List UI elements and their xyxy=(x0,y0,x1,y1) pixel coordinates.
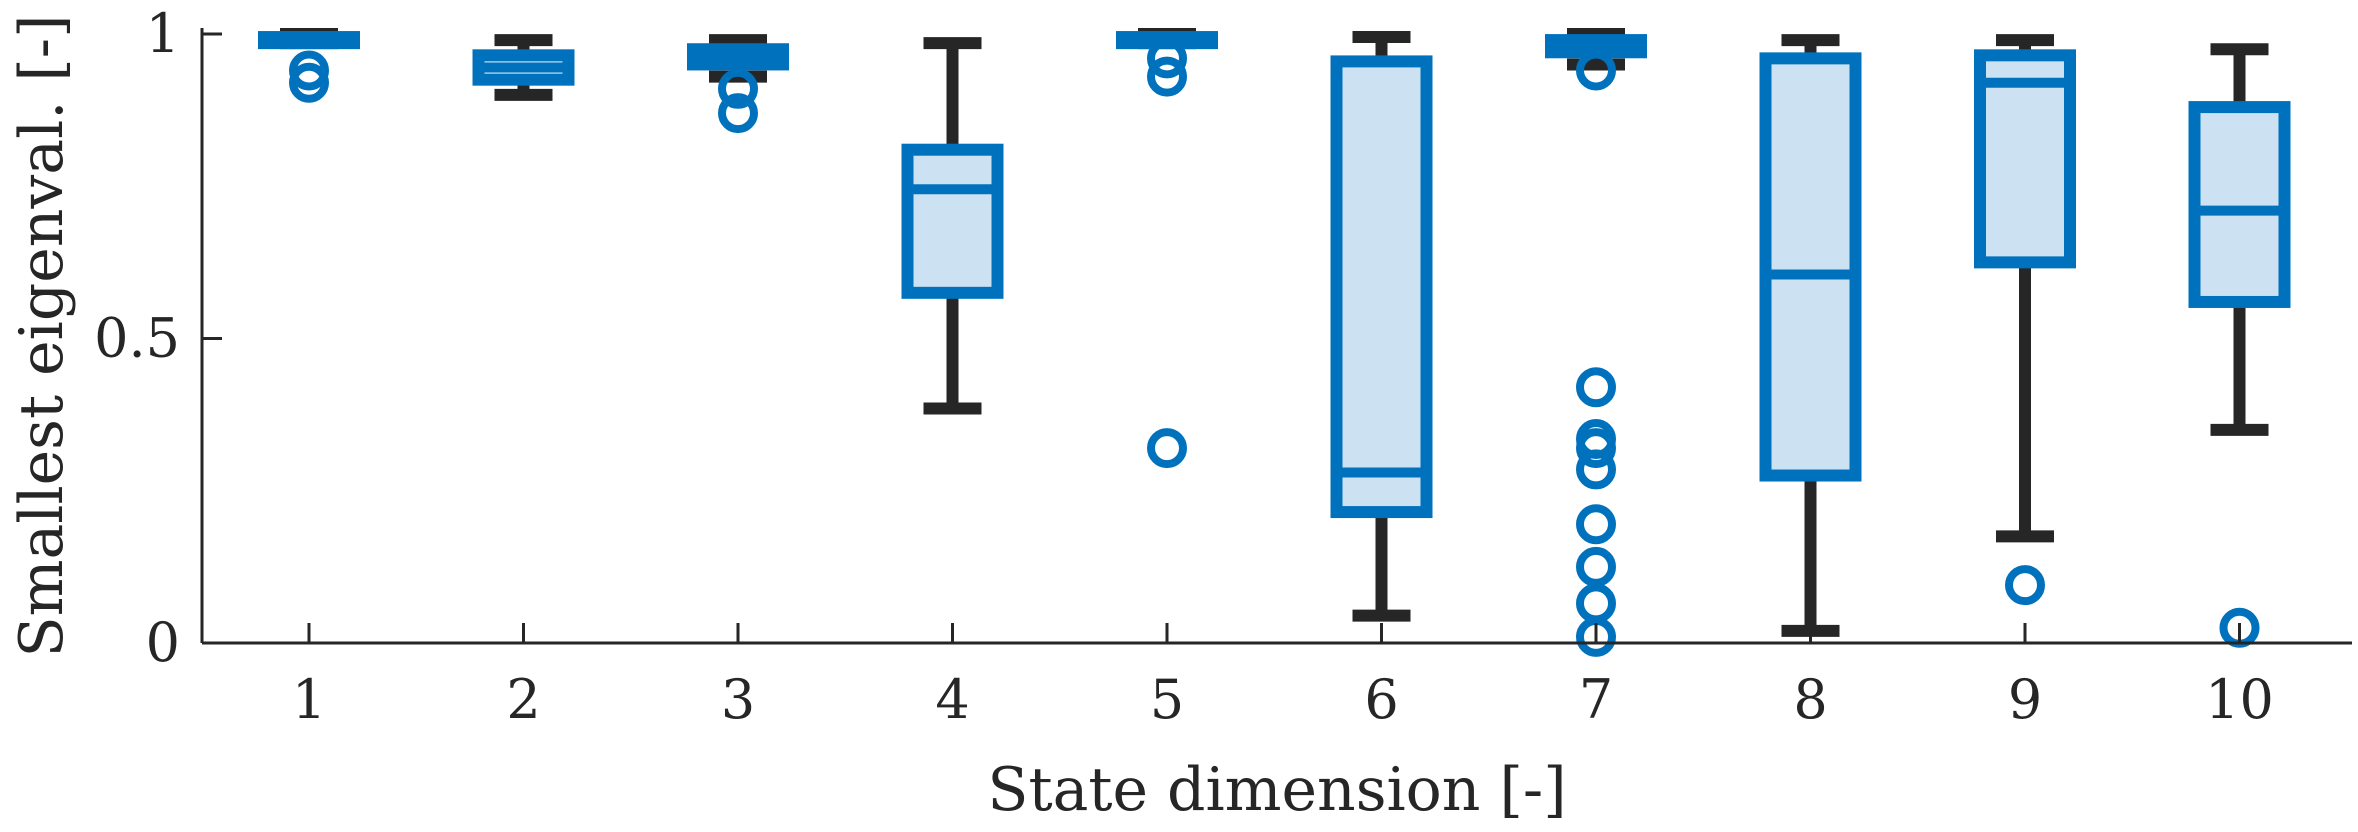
y-tick-label: 0.5 xyxy=(94,307,180,370)
x-tick-label: 10 xyxy=(2205,668,2274,731)
outlier-point xyxy=(2005,565,2045,606)
outlier-point xyxy=(1576,428,1616,469)
box xyxy=(2188,101,2291,308)
x-tick-label: 7 xyxy=(1579,668,1613,731)
y-axis-title: Smallest eigenval. [-] xyxy=(7,15,77,658)
axes xyxy=(200,28,2352,645)
box-group-2 xyxy=(472,34,575,101)
outlier-point xyxy=(1576,546,1616,587)
outlier-point xyxy=(1576,583,1616,624)
outlier-point xyxy=(1576,449,1616,490)
x-tick-label: 4 xyxy=(935,668,969,731)
y-tick-label: 1 xyxy=(146,2,180,65)
x-tick-label: 6 xyxy=(1364,668,1398,731)
box xyxy=(1759,52,1862,482)
box-group-5 xyxy=(1116,28,1218,469)
outlier-point xyxy=(1576,504,1616,545)
outlier-point xyxy=(289,50,329,91)
tick-labels: 1 2 3 4 5 6 7 8 9 10 0 0.5 1 xyxy=(94,2,2274,731)
box-group-6 xyxy=(1330,31,1433,622)
outlier-point xyxy=(1576,50,1616,91)
x-axis-title: State dimension [-] xyxy=(987,755,1566,825)
box xyxy=(1330,55,1433,519)
outlier-point xyxy=(1576,367,1616,408)
box-group-4 xyxy=(901,37,1004,415)
x-tick-label: 3 xyxy=(721,668,755,731)
y-tick-label: 0 xyxy=(146,611,180,674)
outlier-point xyxy=(718,93,758,134)
x-tick-label: 8 xyxy=(1793,668,1827,731)
plot-area xyxy=(258,28,2291,657)
x-tick-label: 9 xyxy=(2008,668,2042,731)
outlier-point xyxy=(718,68,758,109)
x-tick-label: 2 xyxy=(506,668,540,731)
box xyxy=(901,143,1004,299)
box-group-10 xyxy=(2188,43,2291,648)
box-group-8 xyxy=(1759,34,1862,637)
box-group-9 xyxy=(1974,34,2076,606)
outlier-point xyxy=(1147,38,1187,79)
outlier-point xyxy=(289,62,329,103)
x-tick-label: 1 xyxy=(292,668,326,731)
box-group-1 xyxy=(258,28,360,103)
box xyxy=(1974,49,2076,269)
outlier-point xyxy=(1147,428,1187,469)
x-tick-label: 5 xyxy=(1150,668,1184,731)
box-group-3 xyxy=(687,34,789,134)
box-group-7 xyxy=(1545,28,1647,657)
outlier-point xyxy=(1147,56,1187,97)
outlier-point xyxy=(1576,616,1616,657)
